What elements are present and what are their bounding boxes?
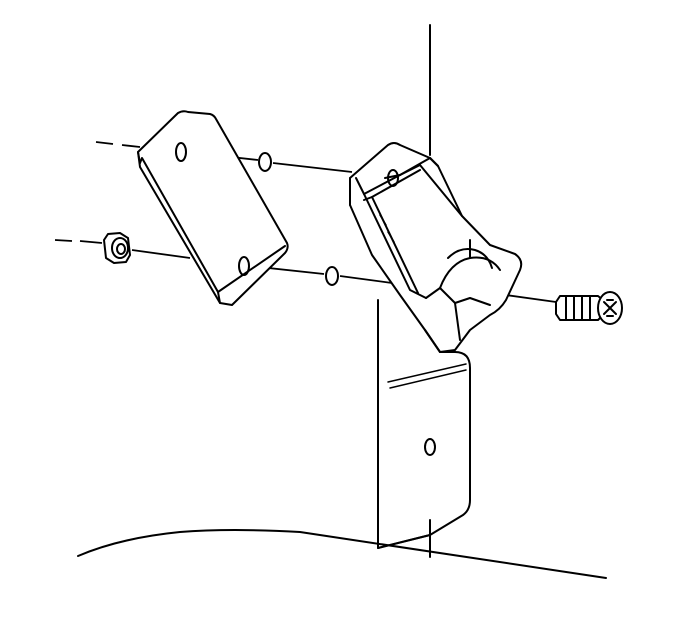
plate-hole-lower: [238, 256, 250, 276]
screw: [555, 291, 623, 325]
bracket-hole: [387, 169, 399, 187]
plate-hole-upper: [175, 142, 187, 162]
spacer-lower: [325, 266, 339, 286]
panel-hole: [424, 438, 436, 456]
mounting-plate: [137, 110, 289, 306]
body-contour: [77, 529, 607, 579]
spacer-upper: [258, 152, 272, 172]
bracket: [349, 142, 523, 353]
nut: [103, 232, 131, 264]
